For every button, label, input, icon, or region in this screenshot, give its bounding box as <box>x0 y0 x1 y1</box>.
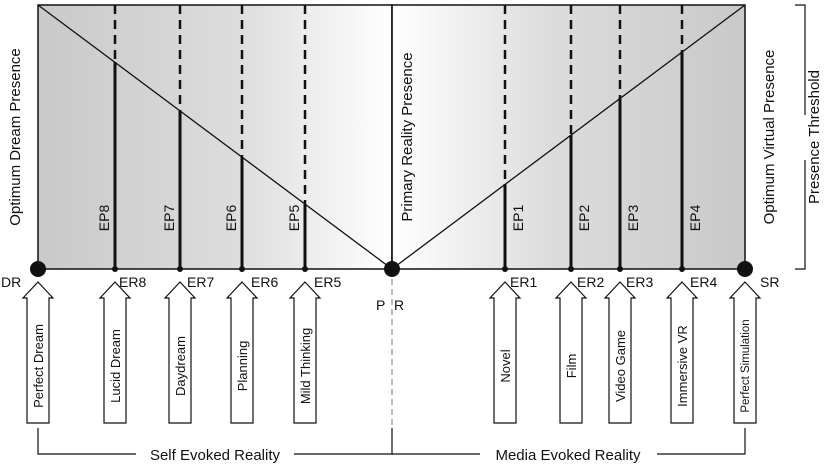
presence-threshold-label: Presence Threshold <box>806 70 823 204</box>
er6-label: ER6 <box>251 274 278 290</box>
arrow-perfect-dream: Perfect Dream <box>21 281 55 424</box>
arrow-perfect-dream-label: Perfect Dream <box>31 324 46 408</box>
er3-dot <box>617 266 623 272</box>
left-diagonal <box>37 4 393 270</box>
er4-dot <box>679 266 685 272</box>
er8-dot <box>112 266 118 272</box>
er8-label: ER8 <box>119 274 146 290</box>
arrow-daydream: Daydream <box>163 281 197 424</box>
optimum-dream-presence-title: Optimum Dream Presence <box>7 48 24 226</box>
arrow-novel-label: Novel <box>498 349 513 382</box>
arrow-planning-label: Planning <box>235 341 250 392</box>
er1-label: ER1 <box>510 274 537 290</box>
er2-dot <box>568 266 574 272</box>
er4-label: ER4 <box>690 274 717 290</box>
ep7-label: EP7 <box>161 205 177 232</box>
er6-dot <box>239 266 245 272</box>
ep-lines <box>113 5 684 269</box>
ep3-label: EP3 <box>625 205 641 232</box>
arrow-lucid-dream: Lucid Dream <box>98 281 132 424</box>
er7-label: ER7 <box>187 274 214 290</box>
er5-dot <box>302 266 308 272</box>
arrow-film-label: Film <box>564 354 579 379</box>
primary-reality-presence-title: Primary Reality Presence <box>399 52 416 221</box>
sr-label: SR <box>760 274 779 290</box>
presence-threshold-bracket <box>795 4 806 270</box>
arrow-perfect-simulation: Perfect Simulation <box>728 281 762 424</box>
self-evoked-reality-label: Self Evoked Reality <box>150 447 281 464</box>
arrow-video-game: Video Game <box>603 281 637 424</box>
er1-dot <box>502 266 508 272</box>
arrow-mild-thinking-label: Mild Thinking <box>298 328 313 404</box>
arrow-planning: Planning <box>225 281 259 424</box>
er2-label: ER2 <box>577 274 604 290</box>
ep8-label: EP8 <box>96 205 112 232</box>
arrow-novel: Novel <box>488 281 522 424</box>
er7-dot <box>177 266 183 272</box>
p-label: P <box>376 297 385 313</box>
r-label: R <box>394 297 404 313</box>
er3-label: ER3 <box>626 274 653 290</box>
ep1-label: EP1 <box>510 205 526 232</box>
arrow-perfect-simulation-label: Perfect Simulation <box>740 319 752 412</box>
media-evoked-reality-label: Media Evoked Reality <box>495 447 641 464</box>
right-diagonal <box>391 4 746 270</box>
arrow-immersive-vr-label: Immersive VR <box>675 325 690 407</box>
arrow-lucid-dream-label: Lucid Dream <box>108 329 123 403</box>
ep6-label: EP6 <box>223 205 239 232</box>
ep5-label: EP5 <box>286 205 302 232</box>
ep2-label: EP2 <box>576 205 592 232</box>
arrow-daydream-label: Daydream <box>173 336 188 396</box>
optimum-virtual-presence-title: Optimum Virtual Presence <box>761 50 778 225</box>
arrow-video-game-label: Video Game <box>613 330 628 402</box>
arrow-mild-thinking: Mild Thinking <box>288 281 322 424</box>
er5-label: ER5 <box>314 274 341 290</box>
dr-dot <box>30 261 46 277</box>
sr-dot <box>737 261 753 277</box>
arrow-film: Film <box>554 281 588 424</box>
ep4-label: EP4 <box>687 205 703 232</box>
pr-dot <box>384 261 400 277</box>
dr-label: DR <box>1 274 21 290</box>
media-evoked-bracket <box>392 428 746 455</box>
arrow-immersive-vr: Immersive VR <box>665 281 699 424</box>
